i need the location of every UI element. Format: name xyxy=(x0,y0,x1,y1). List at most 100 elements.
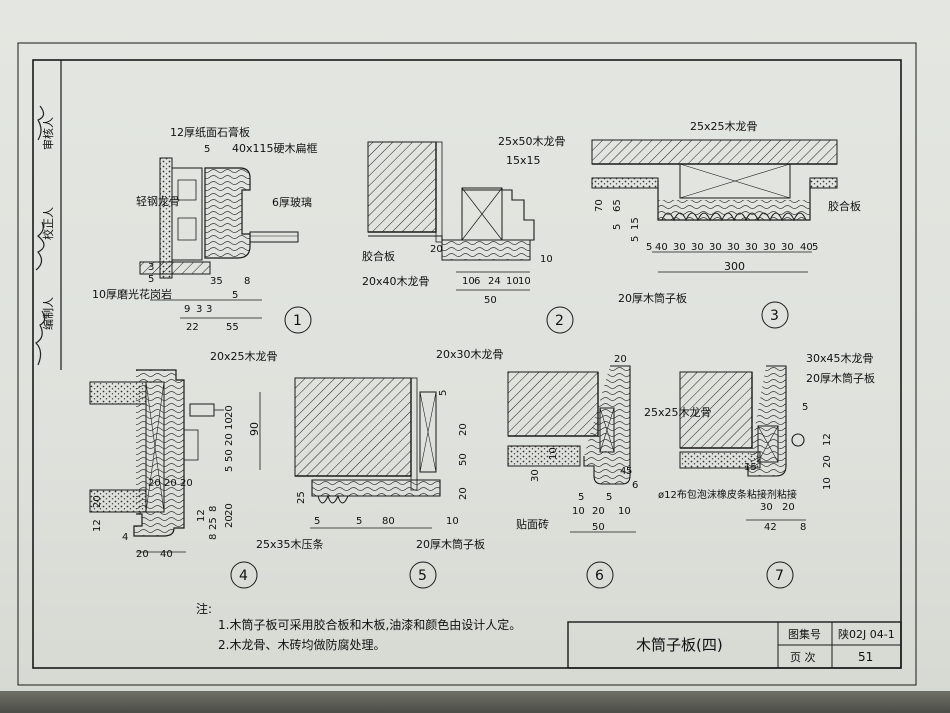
detail-2-text: 25x50木龙骨 15x15 胶合板 20x40木龙骨 20 10 6 24 1… xyxy=(362,135,566,329)
detail-4-dim: 50 xyxy=(224,449,235,462)
detail-1-dim: 5 xyxy=(232,290,238,301)
detail-4-dim: 20 xyxy=(224,515,235,528)
detail-1-label-gypsum: 12厚纸面石膏板 xyxy=(170,125,250,139)
detail-4-text: 20x25木龙骨 20 10 20 90 50 5 20 20 20 12 8 … xyxy=(92,350,278,584)
detail-1-dim: 8 xyxy=(244,276,250,287)
sign-label-reviewer: 审核人 xyxy=(41,117,55,150)
detail-3-dim: 30 xyxy=(727,242,740,253)
detail-5-dim: 50 xyxy=(458,453,469,466)
detail-3-dim: 30 xyxy=(763,242,776,253)
detail-3-dim: 30 xyxy=(673,242,686,253)
detail-5-number: 5 xyxy=(418,568,427,584)
detail-4-dim: 20 xyxy=(136,549,149,560)
detail-6-dim: 20 xyxy=(592,506,605,517)
detail-2-label-keel: 25x50木龙骨 xyxy=(498,135,566,148)
detail-6-dim: 5 xyxy=(626,466,632,477)
detail-1-label-glass: 6厚玻璃 xyxy=(272,195,312,209)
detail-3 xyxy=(591,139,838,329)
detail-6-label-tile: 贴面砖 xyxy=(516,517,549,531)
detail-1-label-frame: 40x115硬木扁框 xyxy=(232,142,318,155)
detail-5-text: 20x30木龙骨 25x35木压条 20厚木筒子板 5 20 50 20 25 … xyxy=(256,348,504,584)
detail-7-label-panel: 20厚木筒子板 xyxy=(806,371,875,385)
detail-7-dim: 12 xyxy=(822,433,833,446)
detail-3-label-keel: 25x25木龙骨 xyxy=(690,120,758,133)
signature-author xyxy=(35,310,46,366)
detail-7-dim: 5 xyxy=(802,402,808,413)
detail-4 xyxy=(89,369,261,589)
detail-6-dim: 50 xyxy=(592,522,605,533)
detail-2-dim: 10 xyxy=(518,276,531,287)
detail-2-dim: 6 xyxy=(474,276,480,287)
detail-2 xyxy=(367,141,574,334)
detail-5-dim: 20 xyxy=(458,487,469,500)
detail-5-dim: 5 xyxy=(438,390,449,396)
detail-4-number: 4 xyxy=(239,568,248,584)
detail-1-label-keel: 轻钢龙骨 xyxy=(136,194,180,208)
detail-4-dim: 90 xyxy=(248,422,261,436)
detail-2-dim: 50 xyxy=(484,295,497,306)
detail-4-dim: 12 xyxy=(92,519,103,532)
detail-6-dim: 30 xyxy=(530,469,541,482)
title-block-text: 木筒子板(四) 图集号 陕02J 04-1 页 次 51 xyxy=(636,627,895,664)
detail-2-dim: 20 xyxy=(430,244,443,255)
detail-2-label-plywood: 胶合板 xyxy=(362,249,395,263)
detail-1-dim: 5 xyxy=(204,144,210,155)
detail-2-dim: 10 xyxy=(506,276,519,287)
detail-1-dim: 9 xyxy=(184,304,190,315)
sheet-frame xyxy=(17,42,917,686)
detail-7-label-keel: 30x45木龙骨 xyxy=(806,352,874,365)
detail-4-dim: 20 xyxy=(224,433,235,446)
title-block xyxy=(567,621,902,669)
detail-5-label-strip: 25x35木压条 xyxy=(256,537,324,551)
detail-7-text: 30x45木龙骨 20厚木筒子板 ø12布包泡沫橡皮条粘接剂粘接 5 12 20… xyxy=(658,352,875,584)
detail-7-dim: 15 xyxy=(744,462,757,473)
detail-1-dim: 5 xyxy=(148,274,154,285)
detail-1-text: 12厚纸面石膏板 40x115硬木扁框 轻钢龙骨 6厚玻璃 10厚磨光花岗岩 5… xyxy=(92,125,318,333)
detail-2-number: 2 xyxy=(555,313,564,329)
detail-2-dim: 24 xyxy=(488,276,501,287)
detail-6-dim: 5 xyxy=(578,492,584,503)
detail-3-dim: 5 xyxy=(812,242,818,253)
detail-4-dim: 20 xyxy=(224,405,235,418)
note-1: 1.木筒子板可采用胶合板和木板,油漆和颜色由设计人定。 xyxy=(218,617,521,632)
detail-1-dim: 35 xyxy=(210,276,223,287)
detail-1-label-granite: 10厚磨光花岗岩 xyxy=(92,287,172,301)
detail-4-dim: 4 xyxy=(122,532,128,543)
detail-7 xyxy=(679,365,806,589)
detail-7-dim: 30 xyxy=(760,502,773,513)
detail-3-dim: 70 xyxy=(594,199,605,212)
detail-6 xyxy=(507,365,636,589)
detail-1-dim: 55 xyxy=(226,322,239,333)
detail-2-label-15: 15x15 xyxy=(506,154,541,167)
detail-3-dim: 30 xyxy=(745,242,758,253)
detail-5-label-keel: 20x30木龙骨 xyxy=(436,348,504,361)
detail-6-dim: 5 xyxy=(606,492,612,503)
detail-5-dim: 25 xyxy=(296,491,307,504)
detail-6-dim: 4 xyxy=(620,466,626,477)
detail-4-dim: 20 xyxy=(92,495,103,508)
atlas-number: 陕02J 04-1 xyxy=(838,627,895,641)
note-2: 2.木龙骨、木砖均做防腐处理。 xyxy=(218,637,385,652)
detail-5-label-panel: 20厚木筒子板 xyxy=(416,537,485,551)
detail-1-dim: 3 xyxy=(206,304,212,315)
detail-3-dim: 40 xyxy=(655,242,668,253)
detail-4-dim: 12 xyxy=(196,509,207,522)
detail-7-number: 7 xyxy=(775,568,784,584)
drawing-title: 木筒子板(四) xyxy=(636,636,723,654)
detail-4-dim: 8 xyxy=(208,534,219,540)
detail-4-dim: 40 xyxy=(160,549,173,560)
detail-6-dim: 20 xyxy=(614,354,627,365)
detail-2-label-keel-2040: 20x40木龙骨 xyxy=(362,275,430,288)
detail-3-dim: 65 xyxy=(612,199,623,212)
detail-4-dim: 10 xyxy=(224,417,235,430)
notes: 注: 1.木筒子板可采用胶合板和木板,油漆和颜色由设计人定。 2.木龙骨、木砖均… xyxy=(196,601,521,652)
detail-2-dim: 10 xyxy=(462,276,475,287)
detail-3-label-panel: 20厚木筒子板 xyxy=(618,291,687,305)
detail-4-dim: 20 xyxy=(224,503,235,516)
sign-column: 编制人 校正人 审核人 xyxy=(35,105,55,366)
detail-7-label-strip: ø12布包泡沫橡皮条粘接剂粘接 xyxy=(658,488,797,501)
detail-6-dim: 10 xyxy=(548,447,559,460)
detail-6-dim: 10 xyxy=(618,506,631,517)
